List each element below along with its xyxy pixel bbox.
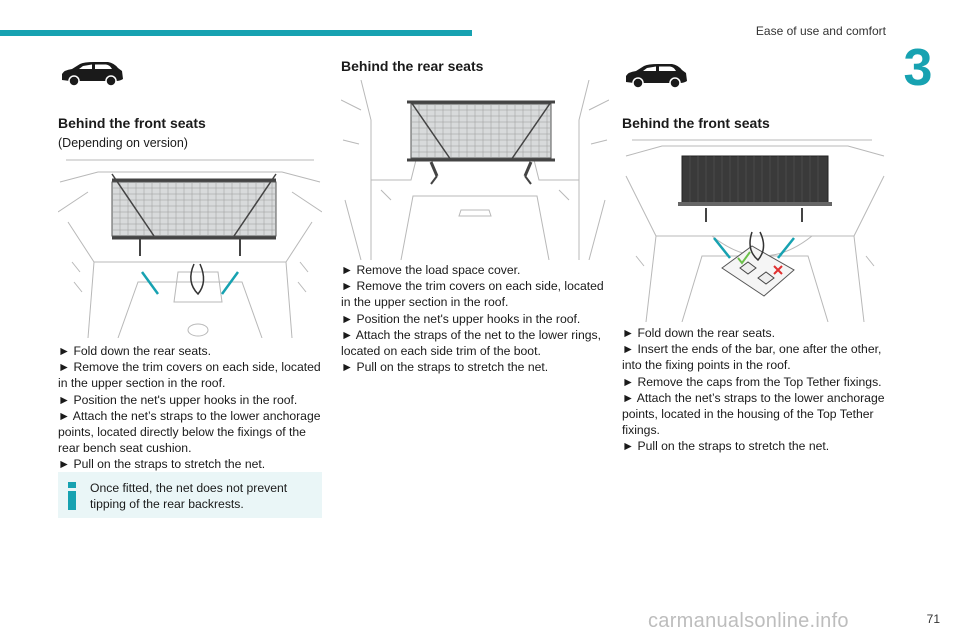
info-text: Once fitted, the net does not prevent ti… — [90, 481, 288, 512]
instruction-list: ► Fold down the rear seats. ► Remove the… — [58, 343, 324, 473]
instruction-step: ► Remove the load space cover. — [341, 263, 521, 277]
instruction-step: ► Attach the net’s straps to the lower a… — [622, 390, 885, 438]
info-icon — [68, 482, 76, 510]
version-note: (Depending on version) — [58, 136, 188, 150]
section-heading: Behind the front seats — [622, 115, 770, 131]
suv-car-icon — [62, 62, 123, 87]
instruction-list: ► Remove the load space cover. ► Remove … — [341, 262, 609, 375]
net-behind-front-seats-illustration — [58, 152, 322, 338]
section-heading: Behind the front seats — [58, 115, 206, 131]
instruction-step: ► Remove the trim covers on each side, l… — [58, 360, 321, 391]
instruction-step: ► Pull on the straps to stretch the net. — [58, 457, 266, 472]
section-title: Ease of use and comfort — [755, 24, 886, 38]
info-box: Once fitted, the net does not prevent ti… — [58, 472, 322, 518]
instruction-step: ► Position the net's upper hooks in the … — [58, 392, 298, 407]
instruction-step: ► Attach the net’s straps to the lower a… — [58, 408, 321, 456]
watermark: carmanualsonline.info — [648, 610, 849, 632]
section-heading: Behind the rear seats — [341, 58, 484, 74]
instruction-step: ► Position the net's upper hooks in the … — [341, 311, 581, 326]
page-number: 71 — [926, 612, 940, 626]
header-accent-bar — [0, 30, 472, 36]
instruction-step: ► Fold down the rear seats. — [622, 326, 775, 340]
net-bar-top-tether-illustration — [622, 136, 888, 322]
instruction-step: ► Remove the caps from the Top Tether fi… — [622, 374, 882, 389]
instruction-step: ► Pull on the straps to stretch the net. — [341, 360, 549, 375]
instruction-list: ► Fold down the rear seats. ► Insert the… — [622, 325, 888, 455]
instruction-step: ► Attach the straps of the net to the lo… — [341, 327, 602, 359]
instruction-step: ► Remove the trim covers on each side, l… — [341, 279, 604, 310]
instruction-step: ► Insert the ends of the bar, one after … — [622, 342, 882, 373]
instruction-step: ► Fold down the rear seats. — [58, 344, 211, 358]
chapter-number: 3 — [903, 39, 933, 97]
instruction-step: ► Pull on the straps to stretch the net. — [622, 439, 830, 454]
suv-car-icon — [626, 64, 687, 89]
net-behind-rear-seats-illustration — [341, 80, 609, 260]
